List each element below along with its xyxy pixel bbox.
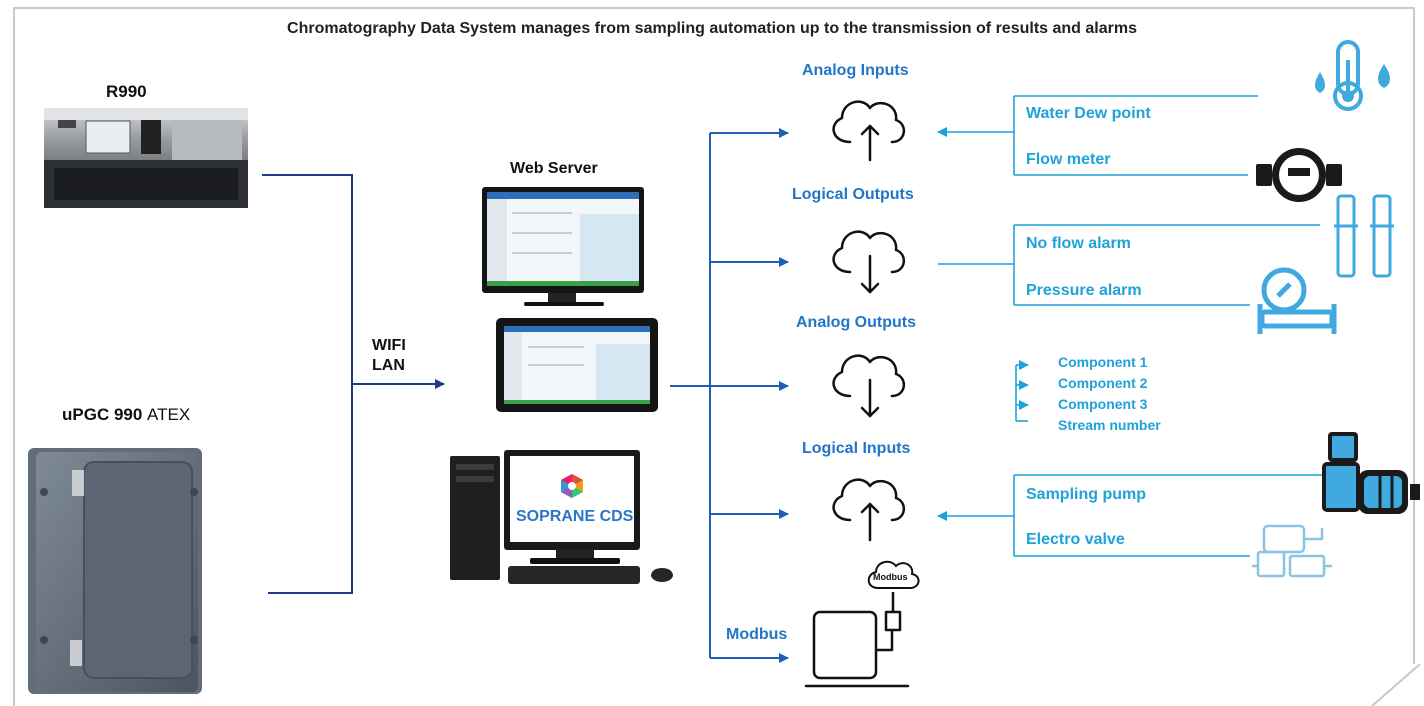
- soprane-logo-icon: [561, 474, 583, 498]
- no-flow-alarm-label: No flow alarm: [1026, 235, 1131, 252]
- logical-outputs-label: Logical Outputs: [792, 186, 914, 203]
- modbus-badge-cloud-icon: [867, 560, 920, 589]
- upgc-suffix: ATEX: [147, 405, 191, 424]
- pressure-gauge-icon: [1257, 267, 1337, 334]
- analog-outputs-label: Analog Outputs: [796, 314, 916, 331]
- sampling-pump-icon: [1322, 432, 1420, 514]
- upgc-name: uPGC 990: [62, 405, 143, 424]
- diagram-title: Chromatography Data System manages from …: [287, 20, 1137, 37]
- thermometer-droplet-icon: [1315, 40, 1390, 111]
- cloud-download-icon: [832, 354, 905, 418]
- signal-lines: [937, 95, 1322, 557]
- analog-inputs-label: Analog Inputs: [802, 62, 909, 79]
- stream-number-label: Stream number: [1058, 417, 1161, 433]
- flow-meter-label: Flow meter: [1026, 151, 1111, 168]
- electro-valve-label: Electro valve: [1026, 531, 1125, 548]
- upgc-label: uPGC 990 ATEX: [62, 405, 190, 425]
- modbus-label: Modbus: [726, 626, 788, 643]
- flow-tubes-icon: [1334, 194, 1394, 278]
- component-3-label: Component 3: [1058, 396, 1148, 412]
- flow-meter-icon: [1256, 148, 1342, 202]
- cloud-download-icon: [832, 230, 905, 294]
- electro-valve-icon: [1252, 524, 1332, 578]
- tablet-image: [496, 318, 658, 412]
- network-lines: [262, 174, 445, 594]
- pressure-alarm-label: Pressure alarm: [1026, 282, 1142, 299]
- desktop-pc-image: [450, 450, 673, 584]
- water-dew-point-label: Water Dew point: [1026, 105, 1151, 122]
- r990-device-image: [44, 108, 248, 208]
- modbus-device-icon: [804, 592, 910, 688]
- component-1-label: Component 1: [1058, 354, 1148, 370]
- modbus-badge-label: Modbus: [873, 572, 908, 582]
- monitor-image: [482, 187, 644, 306]
- soprane-cds-label: SOPRANE CDS: [516, 508, 634, 525]
- cloud-upload-icon: [832, 100, 905, 162]
- wifi-label: WIFI: [372, 337, 406, 354]
- upgc-atex-box-image: [28, 448, 202, 694]
- cloud-upload-icon: [832, 478, 905, 542]
- r990-label: R990: [106, 82, 147, 101]
- outer-frame: [13, 7, 1421, 706]
- lan-label: LAN: [372, 357, 405, 374]
- distribution-lines: [670, 128, 789, 663]
- sampling-pump-label: Sampling pump: [1026, 486, 1146, 503]
- component-2-label: Component 2: [1058, 375, 1148, 391]
- web-server-label: Web Server: [510, 160, 598, 177]
- logical-inputs-label: Logical Inputs: [802, 440, 911, 457]
